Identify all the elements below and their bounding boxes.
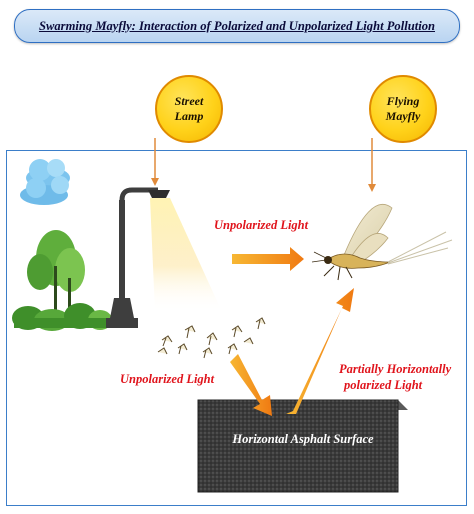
mayfly-icon <box>311 203 453 281</box>
unpolarized-light-label-bottom: Unpolarized Light <box>120 372 215 386</box>
scene-frame <box>6 150 467 506</box>
partially-polarized-label-line1: Partially Horizontally <box>339 362 452 376</box>
tree-icon <box>12 230 114 331</box>
title-banner: Swarming Mayfly: Interaction of Polarize… <box>14 9 460 43</box>
partially-polarized-label-line2: polarized Light <box>344 378 423 392</box>
flying-mayfly-callout-line1: Flying <box>386 94 420 108</box>
arrow-lamp-to-asphalt <box>230 354 272 416</box>
arrow-asphalt-to-mayfly <box>286 288 354 414</box>
street-lamp-callout: Street Lamp <box>155 75 223 143</box>
cloud-icon <box>20 159 70 205</box>
mayfly-swarm-icon <box>157 317 266 359</box>
street-lamp-icon <box>106 187 170 328</box>
arrow-lamp-to-mayfly <box>232 247 304 271</box>
callout-connectors <box>151 138 376 192</box>
lamp-light-beam <box>150 198 222 312</box>
asphalt-surface-label: Horizontal Asphalt Surface <box>232 432 374 446</box>
street-lamp-callout-line2: Lamp <box>174 109 204 123</box>
diagram-title: Swarming Mayfly: Interaction of Polarize… <box>38 18 436 33</box>
asphalt-block <box>197 399 408 493</box>
street-lamp-callout-line1: Street <box>174 94 204 108</box>
unpolarized-light-label-top: Unpolarized Light <box>214 218 309 232</box>
flying-mayfly-callout-line2: Mayfly <box>385 109 421 123</box>
flying-mayfly-callout: Flying Mayfly <box>369 75 437 143</box>
